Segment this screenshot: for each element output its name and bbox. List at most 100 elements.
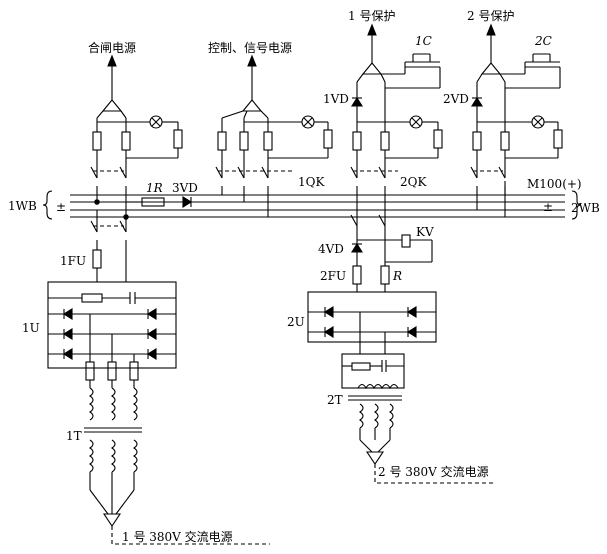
prot2-diode-2vd-icon [471, 96, 483, 107]
cap-2c-label: 2C [534, 34, 552, 48]
bus-plus-minus-left: ± [56, 200, 66, 214]
resistor-r [380, 265, 390, 285]
bus-brace-left [42, 190, 53, 220]
charger-2: 4VD 2FU R KV 2U [287, 210, 495, 484]
bus-1wb-label: 1WB [8, 199, 37, 213]
closing-fuse-right [121, 131, 131, 151]
rectifier-2u-label: 2U [287, 315, 305, 329]
prot1-branch-r [380, 73, 386, 83]
relay-kv [401, 234, 411, 248]
protection-1-label: 1 号保护 [348, 9, 395, 23]
control-junction-triangle [241, 99, 263, 112]
source-1-triangle [102, 513, 122, 527]
closing-arrow-head [107, 54, 117, 67]
source-2-lead [374, 464, 495, 484]
rectifier-1u-frame [47, 281, 177, 369]
control-arrow-head [247, 54, 257, 67]
switch-1qk-label: 1QK [298, 175, 325, 189]
junction-dot-1 [94, 199, 100, 205]
fuse-2fu-label: 2FU [320, 269, 346, 283]
source-2-triangle [365, 451, 385, 465]
prot1-fuse-l [352, 131, 362, 151]
ch1-src-conv-c [115, 489, 135, 515]
prot1-branch-l [356, 73, 364, 83]
ch2-src-conv-c [377, 439, 391, 453]
prot2-lamp-resistor [553, 129, 563, 149]
prot1-lamp-resistor [433, 129, 443, 149]
source-1-lead [111, 526, 270, 545]
prot1-switch-r [378, 166, 386, 179]
control-lamp-resistor [323, 129, 333, 149]
protection-2-label: 2 号保护 [467, 9, 514, 23]
control-fuse-a [217, 131, 227, 151]
closing-junction-triangle [101, 99, 123, 112]
bus-plus-minus-right: ± [543, 200, 553, 214]
closing-switch-left [90, 166, 98, 179]
cap-1c-label: 1C [415, 34, 432, 48]
transformer-1t-secondary-coil-c [133, 439, 138, 473]
prot2-arrow-head [486, 23, 496, 36]
relay-kv-label: KV [416, 225, 434, 239]
bus-tie-resistor-diode: 1R 3VD [94, 181, 198, 220]
r2u-diode-1 [323, 306, 334, 318]
prot2-switch-r [498, 166, 506, 179]
diode-1vd-label: 1VD [323, 92, 349, 106]
ch1-phase-fuse-c [129, 361, 139, 381]
prot2-junction-triangle [480, 62, 502, 75]
charger-1: 1FU 1U [22, 210, 270, 545]
ch1-src-conv-a [89, 489, 109, 515]
transformer-2t-secondary-coil-c [389, 403, 394, 429]
closing-switch-right [119, 166, 127, 179]
ch2-snubber-frame [341, 353, 405, 389]
fuse-1fu [92, 249, 102, 269]
transformer-1t-label: 1T [66, 429, 82, 443]
closing-lamp-resistor [173, 129, 183, 149]
closing-power-label: 合闸电源 [88, 40, 136, 55]
diode-3vd-icon [182, 196, 193, 208]
ch2-switch-l [350, 214, 358, 227]
transformer-1t-primary-coil-a [89, 387, 94, 421]
diode-2vd-label: 2VD [443, 92, 469, 106]
resistor-r-label: R [392, 269, 402, 283]
protection-1-feeder: 1 号保护 1C 1VD 2QK [323, 9, 443, 217]
control-lamp-x2 [303, 117, 313, 127]
r1u-diode-1 [62, 308, 73, 320]
r1u-diode-5 [146, 328, 157, 340]
prot1-diode-1vd-icon [351, 96, 363, 107]
rectifier-2u-frame [307, 291, 437, 343]
control-switch-a [215, 166, 223, 179]
fuse-1fu-label: 1FU [60, 254, 86, 268]
transformer-1t-secondary-coil-a [89, 439, 94, 473]
source-2-label: 2 号 380V 交流电源 [378, 464, 489, 479]
bus-2wb-label: 2WB [571, 201, 600, 215]
r1u-diode-4 [146, 308, 157, 320]
prot2-branch-r [499, 73, 506, 83]
r1u-diode-6 [146, 348, 157, 360]
control-signal-feeder: 控制、信号电源 1QK [208, 41, 333, 217]
ch2-switch-r [378, 214, 386, 227]
closing-branch-right [120, 110, 127, 119]
prot2-branch-l [476, 73, 483, 83]
ch2-src-conv-a [359, 439, 373, 453]
transformer-1t-secondary-coil-b [111, 439, 116, 473]
ch1-phase-fuse-a [85, 361, 95, 381]
ch1-phase-fuse-b [107, 361, 117, 381]
resistor-1r-label: 1R [146, 181, 163, 195]
transformer-2t-secondary-coil-a [359, 403, 364, 429]
fuse-2fu [352, 265, 362, 285]
control-branch-l2 [221, 110, 244, 119]
rectifier-1u-label: 1U [22, 321, 40, 335]
diode-3vd-label: 3VD [172, 181, 198, 195]
ch2-snubber-resistor [351, 362, 371, 371]
r1u-diode-3 [62, 348, 73, 360]
diode-4vd-icon [351, 242, 363, 253]
transformer-1t-primary-coil-c [133, 387, 138, 421]
control-fuse-c [263, 131, 273, 151]
prot2-lamp-x2 [533, 117, 543, 127]
prot2-fuse-l [472, 131, 482, 151]
control-switch-c [261, 166, 269, 179]
r2u-diode-2 [323, 326, 334, 338]
transformer-2t-secondary-coil-b [374, 403, 379, 429]
transformer-2t-primary-coil [357, 383, 399, 390]
